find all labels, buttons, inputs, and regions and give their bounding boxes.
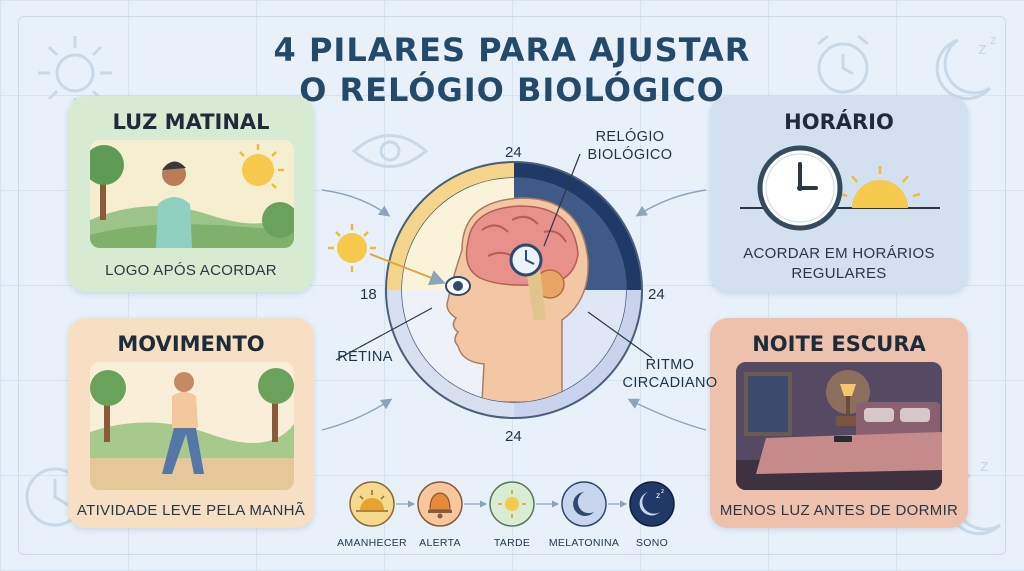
card-title: LUZ MATINAL xyxy=(112,110,270,134)
frame xyxy=(18,16,1006,555)
svg-text:z: z xyxy=(978,39,986,58)
card-caption: LOGO APÓS ACORDAR xyxy=(105,262,277,279)
bell-icon xyxy=(417,481,463,527)
card-caption: ATIVIDADE LEVE PELA MANHÃ xyxy=(76,502,306,519)
tick-top: 24 xyxy=(505,144,522,161)
circadian-clock-diagram xyxy=(328,153,653,419)
title-line-1: 4 PILARES PARA AJUSTAR xyxy=(273,31,751,69)
svg-text:z: z xyxy=(980,456,988,475)
flow-label-amanhecer: AMANHECER xyxy=(337,537,407,549)
label-line-2: BIOLÓGICO xyxy=(587,147,673,163)
label-circadian-rhythm: RITMO CIRCADIANO xyxy=(622,356,718,392)
label-retina: RETINA xyxy=(337,349,393,365)
title-line-2: O RELÓGIO BIOLÓGICO xyxy=(299,71,725,109)
card-title: HORÁRIO xyxy=(784,110,894,134)
card-noite-escura: NOITE ESCURA MENOS LUZ ANTES DE DORMIR xyxy=(710,318,968,528)
tick-right: 24 xyxy=(648,286,665,303)
label-line-2: CIRCADIANO xyxy=(622,375,718,391)
moon-sleep-icon: z z xyxy=(629,481,675,527)
page-title: 4 PILARES PARA AJUSTAR O RELÓGIO BIOLÓGI… xyxy=(200,30,824,110)
moon-icon xyxy=(561,481,607,527)
day-flow-icons: z z xyxy=(349,481,675,527)
clock-sunrise-illustration xyxy=(740,145,940,231)
eye-outline-icon xyxy=(351,134,429,168)
morning-walk-illustration xyxy=(90,140,294,248)
flow-label-alerta: ALERTA xyxy=(419,537,461,549)
card-luz-matinal: LUZ MATINAL LOGO APÓS ACORDAR xyxy=(68,96,314,292)
moon-outline-icon: z z xyxy=(935,33,996,101)
svg-text:z: z xyxy=(990,33,996,47)
card-horario: HORÁRIO ACORDAR EM HORÁRIOS REGULARES xyxy=(710,96,968,292)
walking-person-illustration xyxy=(90,362,294,490)
sunrise-icon xyxy=(349,481,395,527)
label-biological-clock: RELÓGIO BIOLÓGICO xyxy=(582,128,678,164)
card-movimento: MOVIMENTO ATIVIDADE LEVE PELA MANHÃ xyxy=(68,318,314,528)
label-line-1: RITMO xyxy=(645,357,695,373)
card-caption: ACORDAR EM HORÁRIOS REGULARES xyxy=(710,244,968,284)
card-caption: MENOS LUZ ANTES DE DORMIR xyxy=(719,502,959,519)
tick-left: 18 xyxy=(360,286,377,303)
tick-bottom: 24 xyxy=(505,428,522,445)
caption-line-1: ACORDAR EM HORÁRIOS xyxy=(743,245,935,262)
alarm-clock-outline-icon xyxy=(817,34,869,94)
flow-label-melatonina: MELATONINA xyxy=(548,537,620,549)
sun-outline-icon xyxy=(38,36,112,110)
sun-icon xyxy=(489,481,535,527)
flow-label-tarde: TARDE xyxy=(493,537,531,549)
dark-bedroom-illustration xyxy=(736,362,942,490)
card-title: MOVIMENTO xyxy=(117,332,265,356)
svg-text:z: z xyxy=(656,491,660,500)
card-title: NOITE ESCURA xyxy=(752,332,926,356)
label-line-1: RELÓGIO xyxy=(595,129,665,145)
caption-line-2: REGULARES xyxy=(791,265,887,282)
flow-label-sono: SONO xyxy=(635,537,669,549)
svg-text:z: z xyxy=(661,488,664,495)
